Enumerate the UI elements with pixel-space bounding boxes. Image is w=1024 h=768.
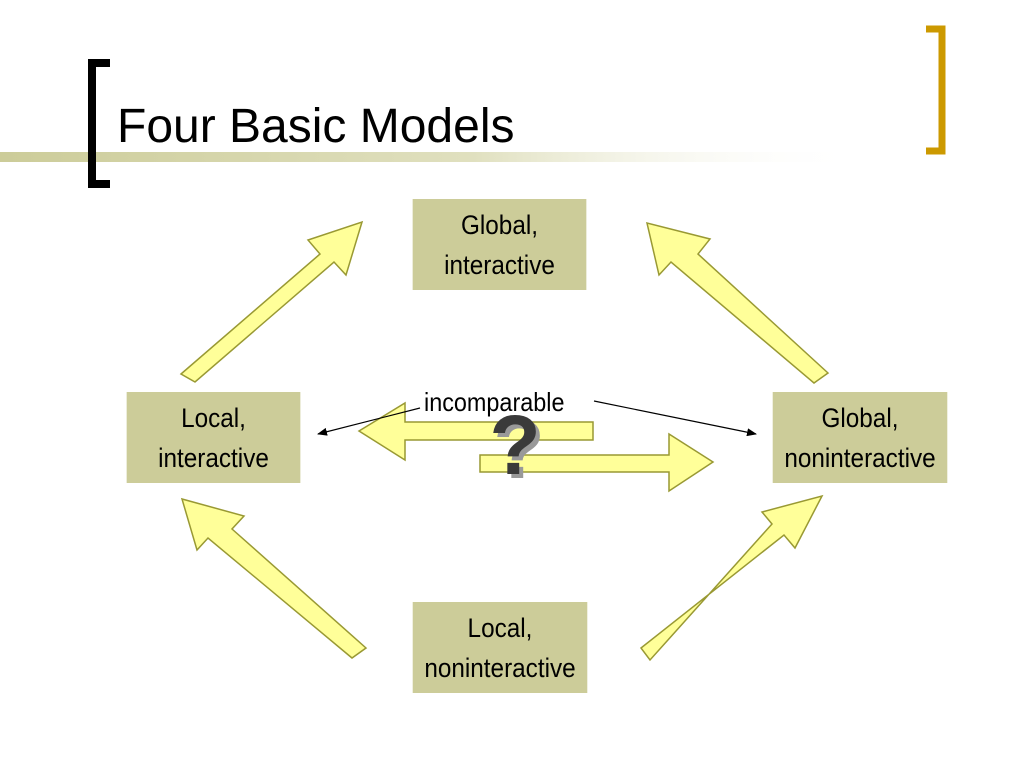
node-global-noninteractive: Global, noninteractive <box>772 392 948 483</box>
right-bracket <box>926 25 946 155</box>
slide-title: Four Basic Models <box>117 100 515 153</box>
arrow-global-noninteractive-to-global-interactive <box>645 221 830 384</box>
arrow-right-toward-global-noninteractive <box>479 432 715 493</box>
node-global-interactive-line1: Global, <box>460 209 539 240</box>
question-mark-shadow: ? <box>493 402 544 496</box>
node-local-noninteractive-line1: Local, <box>467 612 533 643</box>
title-rule <box>0 152 860 162</box>
connector-right <box>593 400 757 437</box>
arrow-local-noninteractive-to-global-noninteractive <box>639 494 824 662</box>
node-local-interactive: Local, interactive <box>126 392 301 483</box>
arrow-local-interactive-to-global-interactive <box>179 220 364 383</box>
node-local-interactive-line2: interactive <box>158 442 269 473</box>
node-local-noninteractive: Local, noninteractive <box>412 602 588 693</box>
left-bracket <box>88 59 110 188</box>
connector-left <box>317 407 421 436</box>
arrow-local-noninteractive-to-local-interactive <box>180 497 368 659</box>
node-global-interactive: Global, interactive <box>412 199 587 290</box>
incomparable-label: incomparable <box>424 387 565 417</box>
node-local-interactive-line1: Local, <box>181 402 246 433</box>
node-local-noninteractive-line2: noninteractive <box>424 652 576 683</box>
arrow-left-toward-local-interactive <box>357 401 594 462</box>
node-global-interactive-line2: interactive <box>444 249 555 280</box>
node-global-noninteractive-line2: noninteractive <box>784 442 936 473</box>
question-mark-icon: ? <box>489 398 540 492</box>
node-global-noninteractive-line1: Global, <box>821 402 899 433</box>
